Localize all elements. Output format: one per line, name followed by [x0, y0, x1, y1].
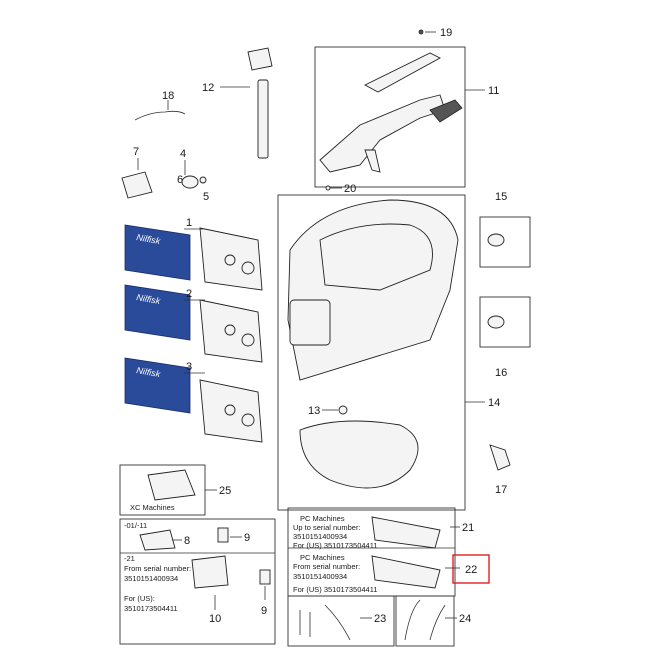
from-serial-label-2: From serial number:	[293, 562, 360, 571]
callout-13: 13	[308, 405, 320, 417]
callout-23: 23	[374, 613, 386, 625]
part-16-box	[479, 296, 531, 348]
callout-16: 16	[495, 367, 507, 379]
callout-9b: 9	[261, 605, 267, 617]
screw-19	[418, 29, 424, 35]
callout-7: 7	[133, 146, 139, 158]
serial-a-value: 3510151400934	[124, 574, 178, 583]
brand-logo-2: Nilfisk	[136, 292, 162, 306]
part-5-washer	[199, 176, 207, 184]
screw-20	[325, 185, 331, 191]
callout-17: 17	[495, 484, 507, 496]
callout-18: 18	[162, 90, 174, 102]
part-1-label-and-panel: Nilfisk	[124, 224, 263, 291]
callout-22: 22	[465, 564, 477, 576]
callout-24: 24	[459, 613, 471, 625]
parts-8-9-10-box	[119, 518, 276, 645]
part-8-board	[139, 529, 176, 551]
part-9-fuse	[217, 527, 229, 543]
part-4-knob	[181, 175, 199, 189]
callout-9: 9	[244, 532, 250, 544]
part-24-box	[395, 595, 455, 647]
part-9b-fuse	[259, 569, 271, 585]
callout-3: 3	[186, 361, 192, 373]
serial-21-label: -21	[124, 554, 135, 563]
part-11-box	[314, 46, 466, 188]
from-serial-label: From serial number:	[124, 564, 191, 573]
part-13-oring	[338, 405, 348, 415]
part-18-cable	[134, 110, 186, 121]
serial-b-value: 3510173504411	[124, 604, 178, 613]
serial-c-value: 3510151400934	[293, 532, 347, 541]
part-12-rod	[247, 47, 273, 159]
serial-short-label: -01/-11	[124, 521, 147, 530]
callout-1: 1	[186, 217, 192, 229]
part-21-board	[371, 516, 441, 549]
part-17-connector	[489, 444, 511, 471]
callout-22-highlight	[452, 554, 490, 584]
part-3-label-and-panel: Nilfisk	[124, 357, 263, 443]
callout-2: 2	[186, 288, 192, 300]
callout-20: 20	[344, 183, 356, 195]
callout-5: 5	[203, 191, 209, 203]
part-23-cables	[299, 604, 351, 641]
part-24-cables	[404, 599, 446, 641]
callout-21: 21	[462, 522, 474, 534]
callout-8: 8	[184, 535, 190, 547]
part-23-box	[287, 595, 395, 647]
callout-15: 15	[495, 191, 507, 203]
pc-machines-label-2: PC Machines	[300, 553, 345, 562]
callout-6: 6	[177, 174, 183, 186]
callout-12: 12	[202, 82, 214, 94]
callout-25: 25	[219, 485, 231, 497]
callout-10: 10	[209, 613, 221, 625]
for-us-label: For (US):	[124, 594, 155, 603]
part-7-plate	[121, 171, 153, 199]
part-15-box	[479, 216, 531, 268]
brand-logo-3: Nilfisk	[136, 365, 162, 379]
pc-machines-label-1: PC Machines	[300, 514, 345, 523]
part-10-board	[191, 555, 229, 589]
part-15-clamp	[487, 233, 505, 247]
part-14-housing-box	[277, 194, 466, 511]
callout-14: 14	[488, 397, 500, 409]
xc-machines-label: XC Machines	[130, 503, 175, 512]
part-2-label-and-panel: Nilfisk	[124, 284, 263, 363]
callout-11: 11	[488, 85, 499, 97]
brand-logo-1: Nilfisk	[136, 232, 162, 246]
serial-d-value: 3510151400934	[293, 572, 347, 581]
callout-4: 4	[180, 148, 186, 160]
up-to-serial-label: Up to serial number:	[293, 523, 361, 532]
part-22-board	[371, 555, 441, 589]
for-us-line-2: For (US) 3510173504411	[293, 585, 378, 594]
part-16-clamp	[487, 315, 505, 329]
part-25-board	[147, 469, 196, 501]
callout-19: 19	[440, 27, 452, 39]
for-us-line-1: For (US) 3510173504411	[293, 541, 378, 550]
